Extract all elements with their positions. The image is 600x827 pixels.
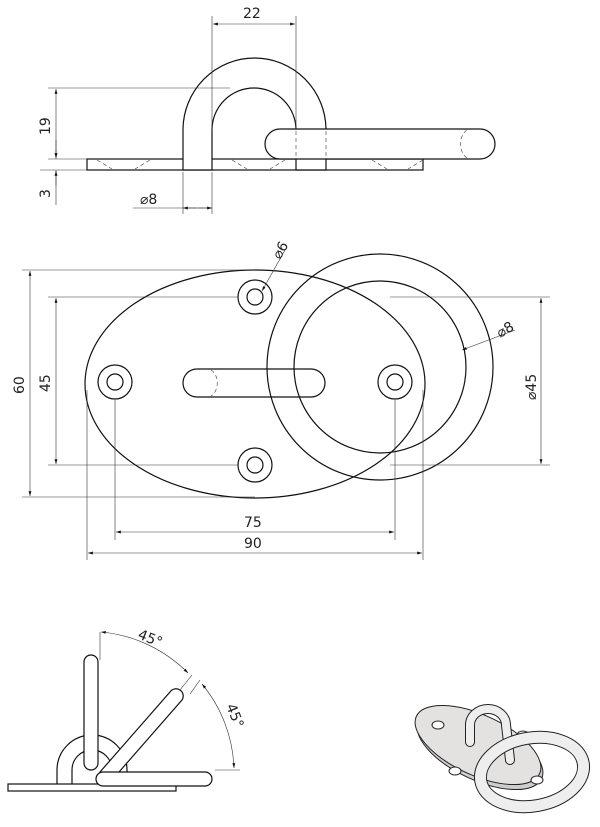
dim-3: 3 (38, 189, 54, 198)
dim-ring-45: ⌀45 (524, 374, 540, 400)
ring-inner (293, 280, 467, 454)
dim-90: 90 (244, 536, 262, 552)
isometric-render (414, 704, 591, 814)
dim-19: 19 (38, 117, 54, 135)
plan-view: 60 45 ⌀6 ⌀8 ⌀45 75 90 (12, 239, 550, 560)
base-plate (84, 269, 426, 499)
dim-hole-6: ⌀6 (270, 239, 293, 262)
dim-60: 60 (12, 376, 28, 394)
angle-label-1: 45° (136, 627, 165, 651)
ring-side (264, 128, 496, 160)
plate-side (86, 158, 424, 171)
mounting-holes (97, 279, 413, 483)
angle-view: 45° 45° (7, 627, 246, 792)
dim-ring-rod-8: ⌀8 (494, 319, 517, 342)
u-bolt (182, 57, 327, 171)
dim-75: 75 (244, 515, 262, 531)
dim-22: 22 (243, 6, 261, 22)
top-view: 22 19 3 ⌀8 (38, 6, 496, 214)
dim-rod-8: ⌀8 (140, 192, 157, 208)
dim-45: 45 (38, 374, 54, 392)
u-bolt-top (182, 368, 326, 398)
ring-outer (266, 253, 494, 481)
